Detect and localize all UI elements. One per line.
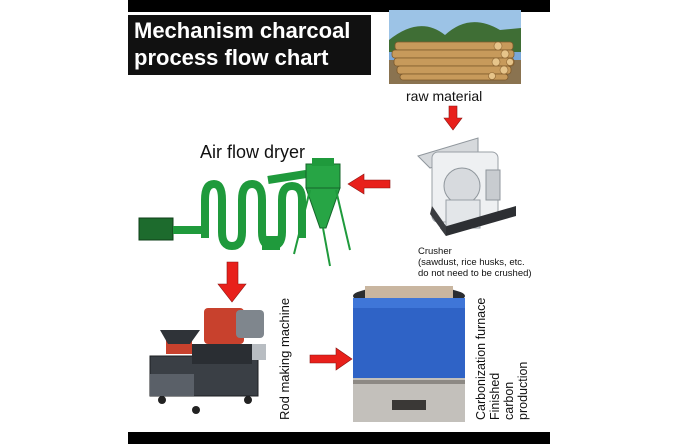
furnace-label-line-1: Carbonization furnace	[474, 297, 488, 420]
furnace-label-line-2: Finished	[488, 372, 502, 420]
crusher-label-line-2: (sawdust, rice husks, etc.	[418, 257, 525, 268]
furnace-label: Carbonization furnace Finished carbon pr…	[474, 298, 530, 420]
air-flow-dryer	[138, 158, 351, 267]
crusher-label-line-1: Crusher	[418, 246, 452, 257]
furnace-label-line-3: carbon	[502, 381, 516, 420]
raw-material-photo	[389, 10, 521, 84]
furnace-label-line-4: production	[516, 361, 530, 420]
arrow-dryer-to-rod	[217, 261, 247, 303]
crusher-label: Crusher (sawdust, rice husks, etc. do no…	[418, 246, 532, 279]
title-box: Mechanism charcoal process flow chart	[128, 15, 371, 75]
bottom-black-bar	[128, 432, 550, 444]
top-black-bar	[128, 0, 550, 12]
arrow-rod-to-furnace	[309, 347, 353, 371]
dryer-label: Air flow dryer	[200, 142, 306, 162]
rod-machine-label: Rod making machine	[277, 297, 292, 420]
raw-material-label: raw material	[406, 88, 483, 104]
title-line-2: process flow chart	[134, 45, 329, 70]
rod-making-machine	[149, 308, 266, 414]
crusher-label-line-3: do not need to be crushed)	[418, 268, 532, 279]
crusher-machine	[417, 137, 516, 236]
arrow-crusher-to-dryer	[347, 173, 391, 195]
title-line-1: Mechanism charcoal	[134, 18, 351, 43]
carbonization-furnace	[353, 286, 465, 422]
arrow-raw-to-crusher	[443, 105, 463, 131]
flow-arrows	[217, 105, 463, 371]
